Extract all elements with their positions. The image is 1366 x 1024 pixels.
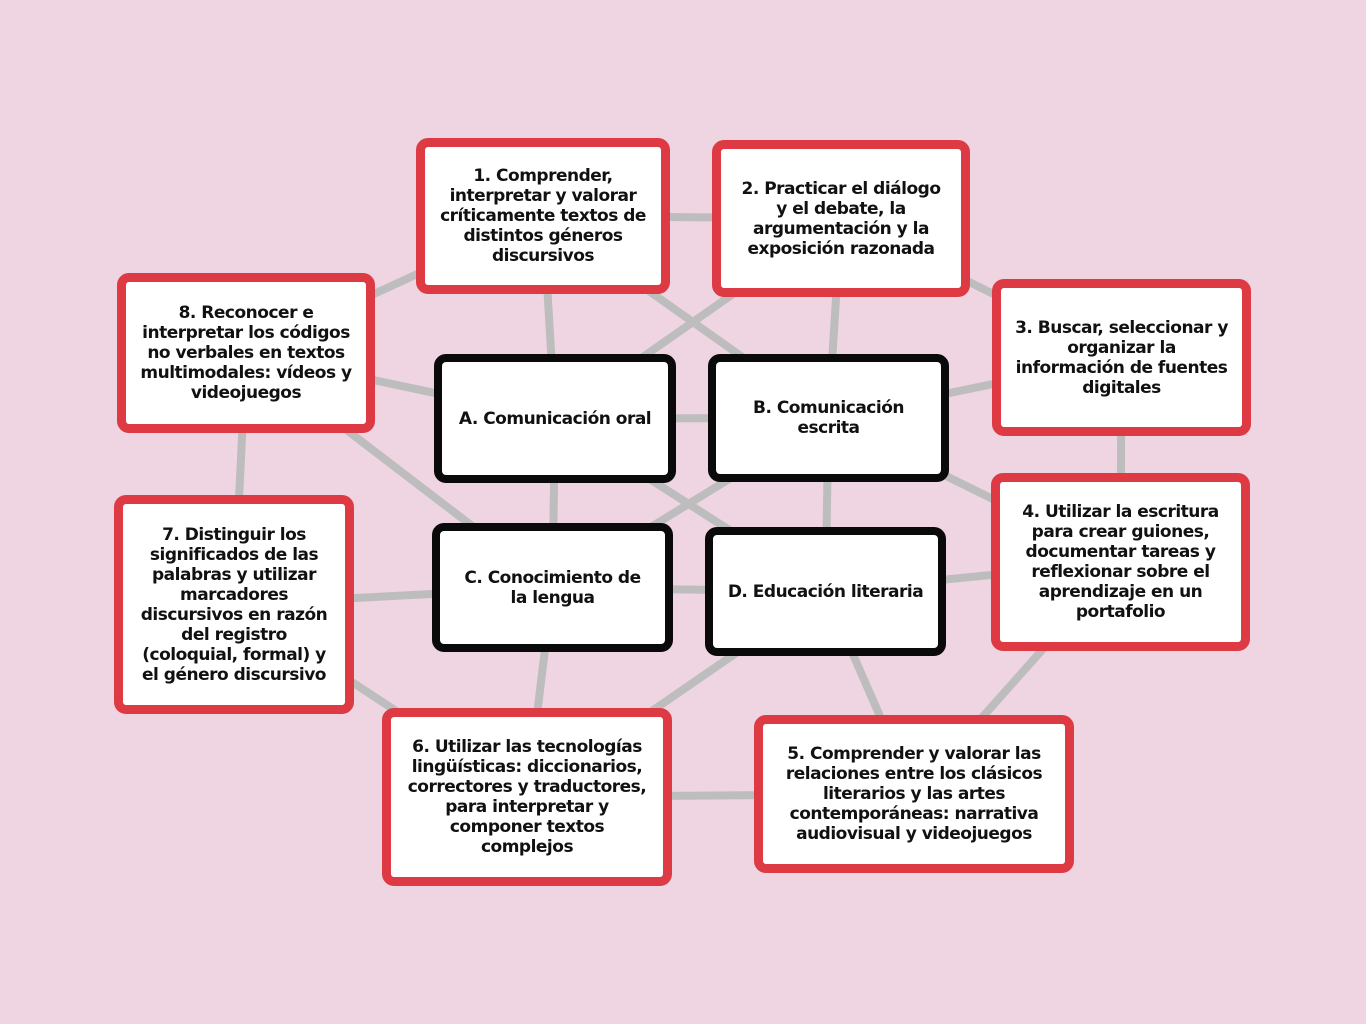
competence-2-label: 2. Practicar el diálogo y el debate, la … (741, 178, 942, 259)
block-c-label: C. Conocimiento de la lengua (464, 567, 641, 608)
competence-7-label: 7. Distinguir los significados de las pa… (140, 524, 328, 685)
block-d-label: D. Educación literaria (727, 581, 924, 602)
competence-1-label: 1. Comprender, interpretar y valorar crí… (440, 166, 646, 266)
competence-6-label: 6. Utilizar las tecnologías lingüísticas… (407, 737, 647, 857)
block-c-box: C. Conocimiento de la lengua (432, 523, 673, 652)
block-b-box: B. Comunicación escrita (708, 354, 949, 482)
competence-1-box: 1. Comprender, interpretar y valorar crí… (416, 138, 670, 294)
competence-2-box: 2. Practicar el diálogo y el debate, la … (712, 140, 970, 297)
competence-3-label: 3. Buscar, seleccionar y organizar la in… (1015, 317, 1228, 398)
competence-4-label: 4. Utilizar la escritura para crear guio… (1022, 502, 1219, 622)
block-a-label: A. Comunicación oral (458, 408, 652, 429)
competence-3-box: 3. Buscar, seleccionar y organizar la in… (992, 279, 1251, 436)
competence-4-box: 4. Utilizar la escritura para crear guio… (991, 473, 1250, 651)
block-b-label: B. Comunicación escrita (753, 398, 904, 438)
block-a-box: A. Comunicación oral (434, 354, 676, 483)
competence-5-label: 5. Comprender y valorar las relaciones e… (785, 744, 1043, 844)
competence-8-box: 8. Reconocer e interpretar los códigos n… (117, 273, 375, 433)
block-d-box: D. Educación literaria (705, 527, 946, 656)
competence-7-box: 7. Distinguir los significados de las pa… (114, 495, 354, 714)
competence-5-box: 5. Comprender y valorar las relaciones e… (754, 715, 1074, 873)
competence-6-box: 6. Utilizar las tecnologías lingüísticas… (382, 708, 672, 886)
competence-8-label: 8. Reconocer e interpretar los códigos n… (140, 303, 352, 403)
